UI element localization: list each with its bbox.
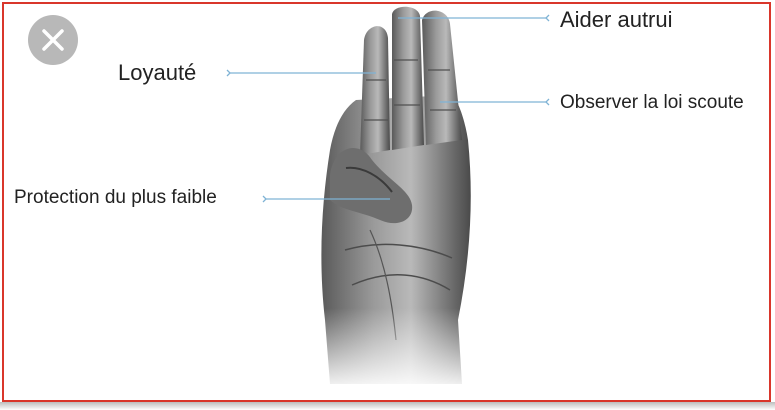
label-observe-law: Observer la loi scoute <box>560 93 744 112</box>
label-loyalty: Loyauté <box>118 62 196 84</box>
label-protect-weak: Protection du plus faible <box>14 188 217 207</box>
label-help-others: Aider autrui <box>560 9 673 31</box>
